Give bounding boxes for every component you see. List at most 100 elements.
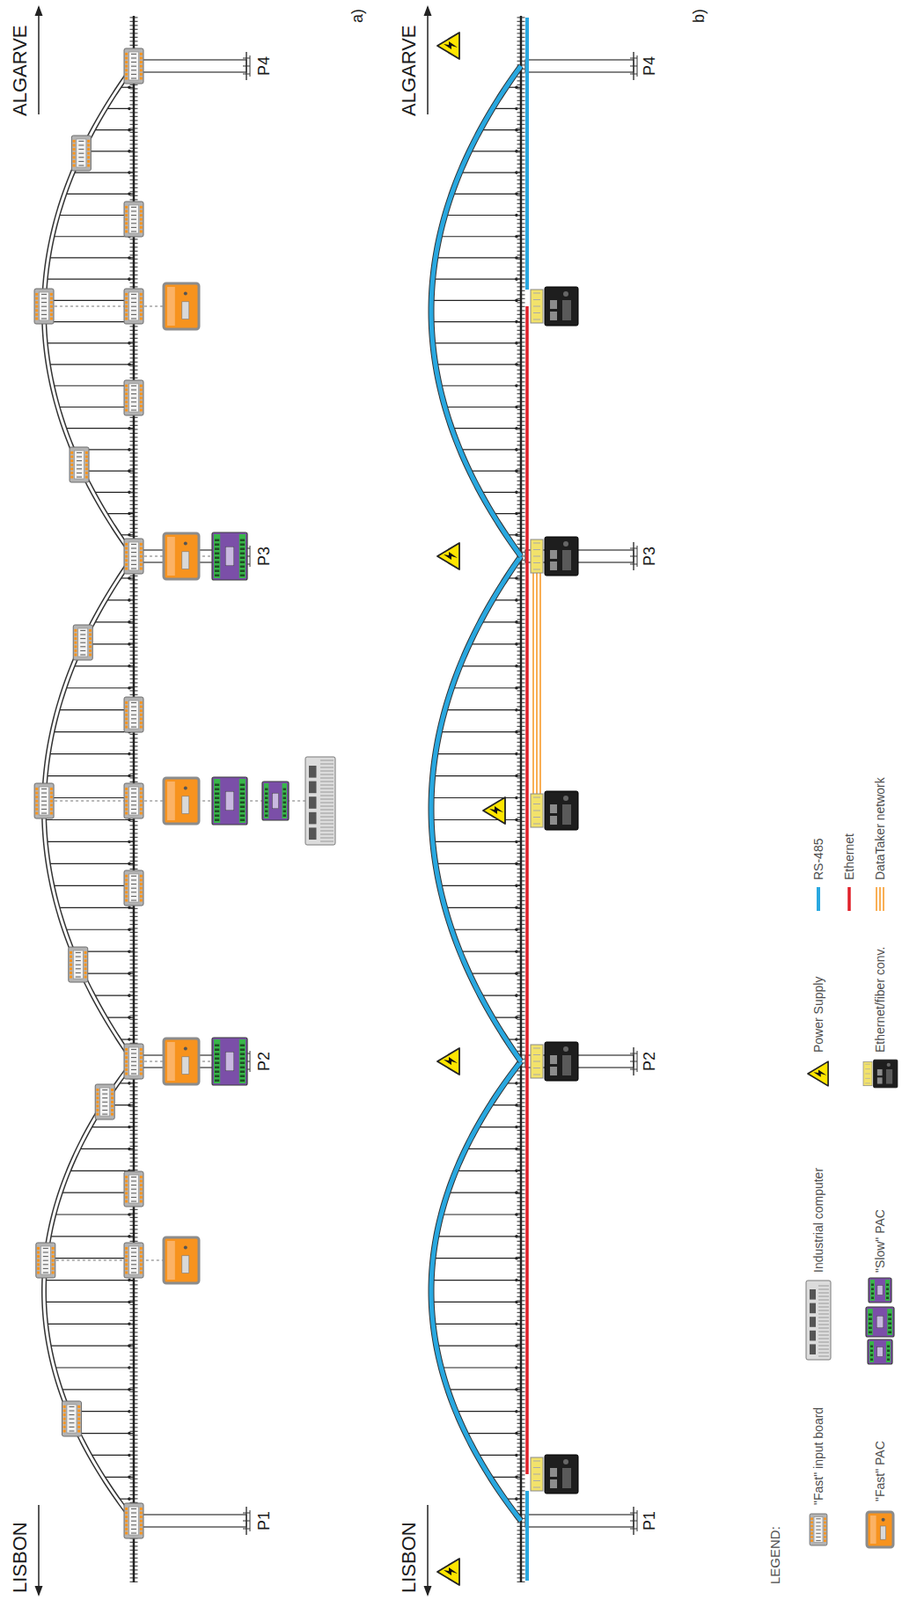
board-terminal (139, 1254, 143, 1258)
board-body (71, 135, 91, 171)
direction-arrowhead (35, 1585, 44, 1597)
board-channel (131, 318, 137, 320)
board-terminal (124, 1200, 128, 1203)
slow-pac-screw (240, 814, 245, 818)
board-terminal (70, 459, 74, 462)
slow-pac-screw (214, 552, 220, 556)
hanger-joint (127, 774, 132, 778)
slow-pac-screw (283, 810, 286, 814)
board-body (34, 783, 54, 819)
converter-psu-stripe (865, 1082, 871, 1084)
hanger-joint (127, 1431, 132, 1436)
board-terminal (124, 1060, 128, 1064)
hanger (431, 321, 521, 323)
hanger (60, 1192, 134, 1194)
board-terminal (51, 1262, 55, 1266)
board-terminal (84, 975, 88, 979)
device-link (44, 305, 182, 307)
board-channel (131, 1272, 137, 1274)
board-channel (41, 792, 47, 794)
board-panel (129, 292, 140, 321)
ethernet-sample (847, 887, 851, 911)
board-terminal (73, 160, 76, 163)
fast-input-board-icon (124, 288, 144, 324)
board-channel (131, 559, 137, 561)
fast-pac-icon (163, 1237, 199, 1284)
board-terminal (124, 1271, 128, 1275)
board-terminal (124, 68, 128, 72)
pier-label: P3 (255, 546, 274, 566)
board-terminal (95, 1096, 99, 1100)
board-terminal (139, 1523, 143, 1526)
board-panel (40, 1246, 51, 1275)
converter-port (562, 804, 572, 825)
board-terminal (85, 471, 88, 475)
board-terminal (139, 1060, 143, 1064)
slow-pac-screw (283, 797, 286, 800)
hanger (439, 731, 521, 733)
board-channel (131, 389, 137, 391)
board-panel (76, 139, 87, 168)
board-channel (131, 808, 137, 810)
computer-fin (320, 774, 334, 776)
slow-pac-terminals (887, 1308, 893, 1335)
board-terminal (124, 57, 128, 60)
hanger (469, 973, 521, 975)
board-terminal (124, 60, 128, 64)
hanger (480, 129, 521, 131)
converter-psu-stripe (533, 1067, 541, 1069)
board-channel (131, 69, 137, 71)
board-channel (131, 1528, 137, 1530)
converter-port (550, 561, 558, 571)
lightning-bolt (489, 806, 504, 814)
hanger (64, 427, 134, 429)
board-terminal (124, 795, 128, 799)
slow-pac-terminals (264, 783, 269, 819)
pac-body (163, 1038, 199, 1085)
board-terminal (85, 451, 88, 455)
hanger (51, 885, 134, 887)
board-terminal (139, 218, 143, 221)
board-channel (76, 472, 82, 474)
computer-fin (320, 767, 334, 769)
board-terminal (139, 52, 143, 56)
board-panel (129, 51, 140, 81)
hanger (435, 863, 521, 865)
direction-line (426, 1504, 429, 1595)
board-channel (131, 800, 137, 802)
board-channel (131, 813, 137, 814)
board-channel (131, 1188, 137, 1190)
board-terminal (124, 1195, 128, 1199)
computer-fin (320, 770, 334, 772)
board-terminal (50, 812, 53, 815)
board-channel (131, 792, 137, 794)
board-terminal (139, 1515, 143, 1518)
board-terminal (139, 1262, 143, 1266)
board-terminal (110, 1100, 114, 1104)
board-channel (131, 568, 137, 570)
pier-base-tick (630, 1520, 638, 1522)
hanger (431, 819, 521, 821)
converter-psu (530, 1457, 543, 1491)
board-terminal (88, 641, 92, 645)
board-terminal (124, 1523, 128, 1526)
computer-body (806, 1280, 831, 1360)
computer-fin (818, 1334, 829, 1336)
hanger (439, 385, 521, 387)
board-channel (131, 1176, 137, 1178)
slow-pac-screw (871, 1288, 874, 1291)
board-channel (131, 564, 137, 565)
board-terminal (77, 1409, 81, 1413)
hanger (53, 1213, 134, 1215)
board-channel (131, 314, 137, 316)
board-panel (73, 950, 83, 979)
board-channel (80, 654, 86, 656)
pac-led (183, 1046, 188, 1050)
converter-psu-stripe (533, 810, 541, 812)
board-terminal (124, 65, 128, 68)
board-channel (78, 165, 84, 167)
board-terminal (139, 1180, 143, 1183)
hanger (93, 621, 134, 623)
board-terminal (139, 874, 143, 878)
board-panel (78, 628, 88, 657)
